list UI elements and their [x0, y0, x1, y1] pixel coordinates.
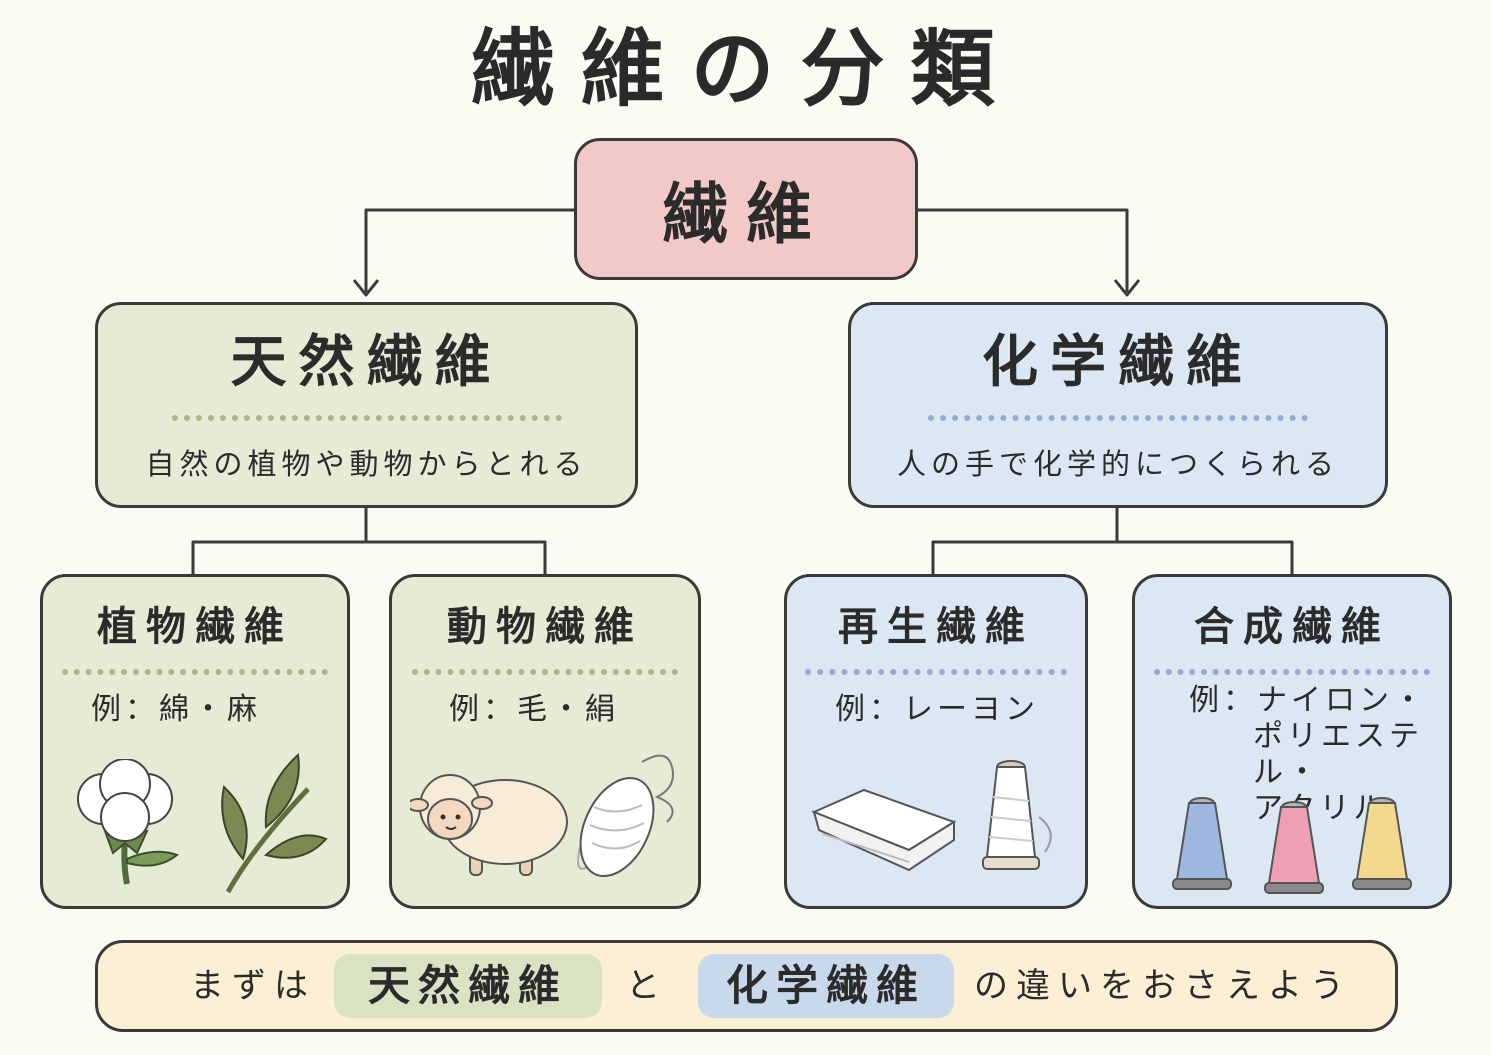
chemical-fiber-title: 化学繊維 [982, 330, 1254, 395]
chemical-fiber-highlight: 化学繊維 [698, 954, 954, 1018]
natural-fiber-box: 天然繊維 自然の植物や動物からとれる [95, 302, 638, 508]
hemp-leaf-icon [221, 752, 328, 894]
chemical-fiber-box: 化学繊維 人の手で化学的につくられる [848, 302, 1388, 508]
cotton-boll-icon [77, 759, 180, 885]
animal-fiber-box: 動物繊維 例：毛・絹 [389, 574, 701, 909]
synthetic-example-line-3: アクリル [1253, 791, 1388, 826]
thread-spool-icon [982, 760, 1052, 870]
divider-dots [62, 669, 328, 675]
divider-dots [928, 415, 1308, 421]
synthetic-fiber-box: 合成繊維 例：ナイロン・ ポリエステル・ アクリル [1132, 574, 1452, 909]
chemical-fiber-description: 人の手で化学的につくられる [896, 447, 1339, 481]
divider-dots [171, 415, 562, 421]
blue-spool-icon [1172, 797, 1232, 890]
root-to-chemical-arrowhead [1113, 279, 1141, 297]
plant-fiber-example: 例：綿・麻 [91, 692, 261, 727]
divider-dots [805, 669, 1067, 675]
summary-bar: まずは 天然繊維 と 化学繊維 の違いをおさえよう [95, 940, 1398, 1032]
pink-spool-icon [1264, 801, 1324, 894]
regenerated-fiber-box: 再生繊維 例：レーヨン [784, 574, 1088, 909]
natural-fiber-title: 天然繊維 [230, 330, 503, 395]
regenerated-fiber-example: 例：レーヨン [835, 692, 1039, 727]
summary-suffix: の違いをおさえよう [974, 966, 1352, 1006]
synthetic-fiber-example: 例：ナイロン・ ポリエステル・ アクリル [1189, 683, 1449, 827]
yellow-spool-icon [1352, 797, 1412, 890]
animal-fiber-title: 動物繊維 [447, 604, 643, 650]
natural-fiber-highlight: 天然繊維 [334, 954, 602, 1018]
silk-cocoon-icon [577, 754, 674, 878]
regenerated-fiber-title: 再生繊維 [838, 604, 1034, 650]
natural-fiber-description: 自然の植物や動物からとれる [145, 447, 588, 481]
root-label: 繊維 [662, 176, 830, 253]
summary-prefix: まずは [190, 966, 316, 1006]
animal-fiber-example: 例：毛・絹 [449, 692, 619, 727]
plant-fiber-title: 植物繊維 [97, 604, 293, 650]
synthetic-fiber-title: 合成繊維 [1194, 604, 1390, 650]
chemical-branch-lines [931, 508, 1294, 574]
divider-dots [412, 669, 678, 675]
plant-fiber-box: 植物繊維 例：綿・麻 [40, 574, 350, 909]
sheep-icon [410, 774, 568, 876]
natural-branch-lines [191, 508, 547, 574]
synthetic-example-line-1: 例：ナイロン・ [1189, 683, 1427, 718]
root-node: 繊維 [574, 138, 918, 280]
divider-dots [1154, 669, 1430, 675]
root-to-chemical-arrow [918, 208, 1129, 292]
synthetic-example-line-2: ポリエステル・ [1253, 719, 1423, 790]
root-to-natural-arrowhead [352, 279, 380, 297]
root-to-natural-arrow [364, 208, 574, 292]
page-title: 繊維の分類 [470, 20, 1021, 118]
folded-cloth-icon [811, 788, 957, 872]
summary-conjunction: と [626, 966, 668, 1006]
